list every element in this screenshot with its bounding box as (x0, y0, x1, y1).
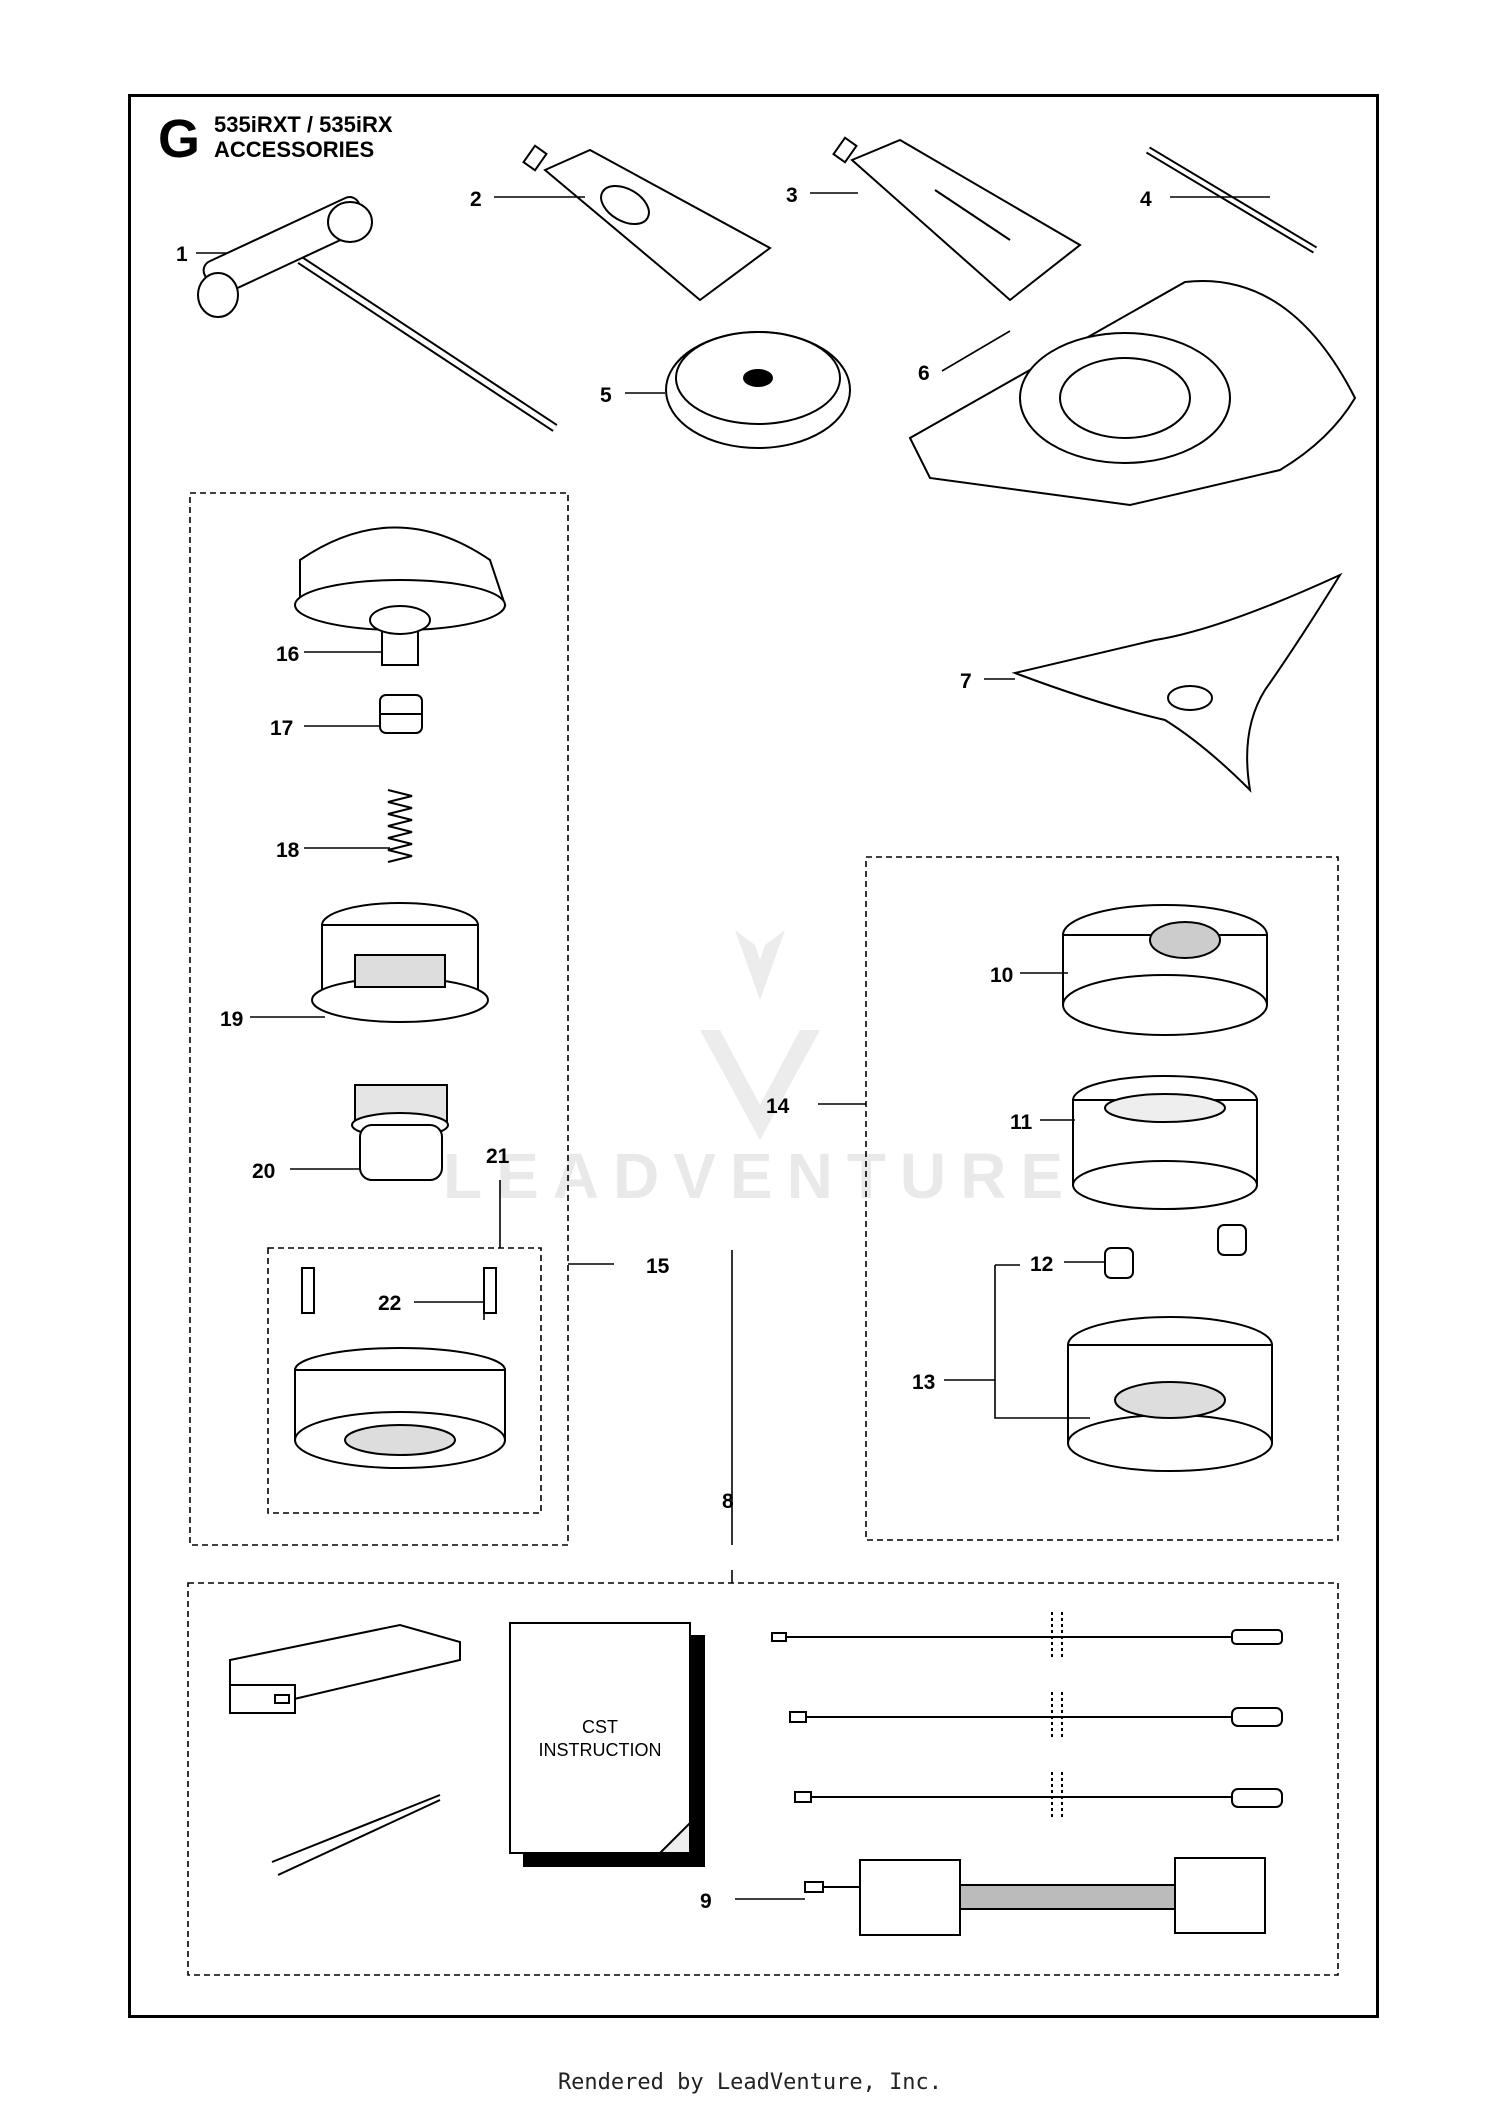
callout-18: 18 (276, 839, 300, 862)
footer-credit: Rendered by LeadVenture, Inc. (557, 2070, 943, 2095)
callout-3: 3 (786, 184, 798, 207)
section-title: 535iRXT / 535iRX ACCESSORIES (214, 112, 393, 162)
bump-knob (351, 1084, 449, 1181)
grease-tube-3 (832, 136, 1082, 302)
callout-1: 1 (176, 243, 188, 266)
callout-2: 2 (470, 188, 482, 211)
callout-7: 7 (960, 670, 972, 693)
support-cup (665, 331, 851, 449)
cable-1 (771, 1629, 1283, 1645)
outer-cover (294, 1347, 506, 1469)
page-title: ACCESSORIES (214, 137, 375, 162)
nut (379, 694, 423, 734)
model-line: 535iRXT / 535iRX (214, 112, 393, 137)
head-housing (1067, 1316, 1273, 1472)
clip-pair (301, 1267, 497, 1314)
callout-5: 5 (600, 384, 612, 407)
callout-11: 11 (1010, 1111, 1033, 1134)
grass-blade (1011, 572, 1343, 793)
watermark-logo: LEADVENTURE (443, 930, 1077, 1212)
callout-15: 15 (646, 1255, 670, 1278)
cable-3 (794, 1788, 1283, 1808)
combination-wrench (197, 196, 558, 432)
tweezers (271, 1794, 441, 1876)
blade-guard (908, 280, 1357, 507)
callout-21: 21 (486, 1145, 510, 1168)
diagram-frame (128, 94, 1379, 2018)
callout-22: 22 (378, 1292, 401, 1315)
trimmer-head-cover (294, 526, 507, 666)
callout-4: 4 (1140, 188, 1152, 211)
watermark-text: LEADVENTURE (443, 1140, 1077, 1212)
section-letter: G (158, 109, 201, 169)
spool-housing (311, 902, 489, 1023)
break-marks (1051, 1612, 1063, 1820)
callout-8: 8 (722, 1490, 734, 1513)
cable-2 (789, 1707, 1283, 1727)
eyelet-pair (1104, 1224, 1247, 1279)
manual-line-1: CST (582, 1717, 618, 1737)
callout-17: 17 (270, 717, 293, 740)
callout-13: 13 (912, 1371, 935, 1394)
instruction-manual (509, 1622, 705, 1867)
callout-10: 10 (990, 964, 1013, 987)
rod (1145, 146, 1318, 254)
spring (387, 789, 413, 863)
callout-20: 20 (252, 1160, 275, 1183)
leader-lines (196, 192, 1270, 1900)
callout-14: 14 (766, 1095, 790, 1118)
callout-19: 19 (220, 1008, 243, 1031)
grease-tube-2 (522, 144, 772, 302)
callout-6: 6 (918, 362, 930, 385)
spool-top (1062, 904, 1268, 1036)
wiring-harness (804, 1857, 1266, 1936)
kit-box-15 (189, 492, 569, 1546)
kit-box-8 (187, 1582, 1339, 1976)
callout-numbers: 1 2 3 4 5 6 7 8 9 10 11 12 13 14 15 16 1… (176, 184, 1152, 1913)
kit-box-14 (865, 856, 1339, 1541)
callout-16: 16 (276, 643, 299, 666)
battery-pack (229, 1623, 461, 1714)
callout-9: 9 (700, 1890, 712, 1913)
line-spool (1072, 1075, 1258, 1210)
kit-box-21 (267, 1247, 542, 1514)
callout-12: 12 (1030, 1253, 1053, 1276)
manual-line-2: INSTRUCTION (539, 1740, 662, 1760)
